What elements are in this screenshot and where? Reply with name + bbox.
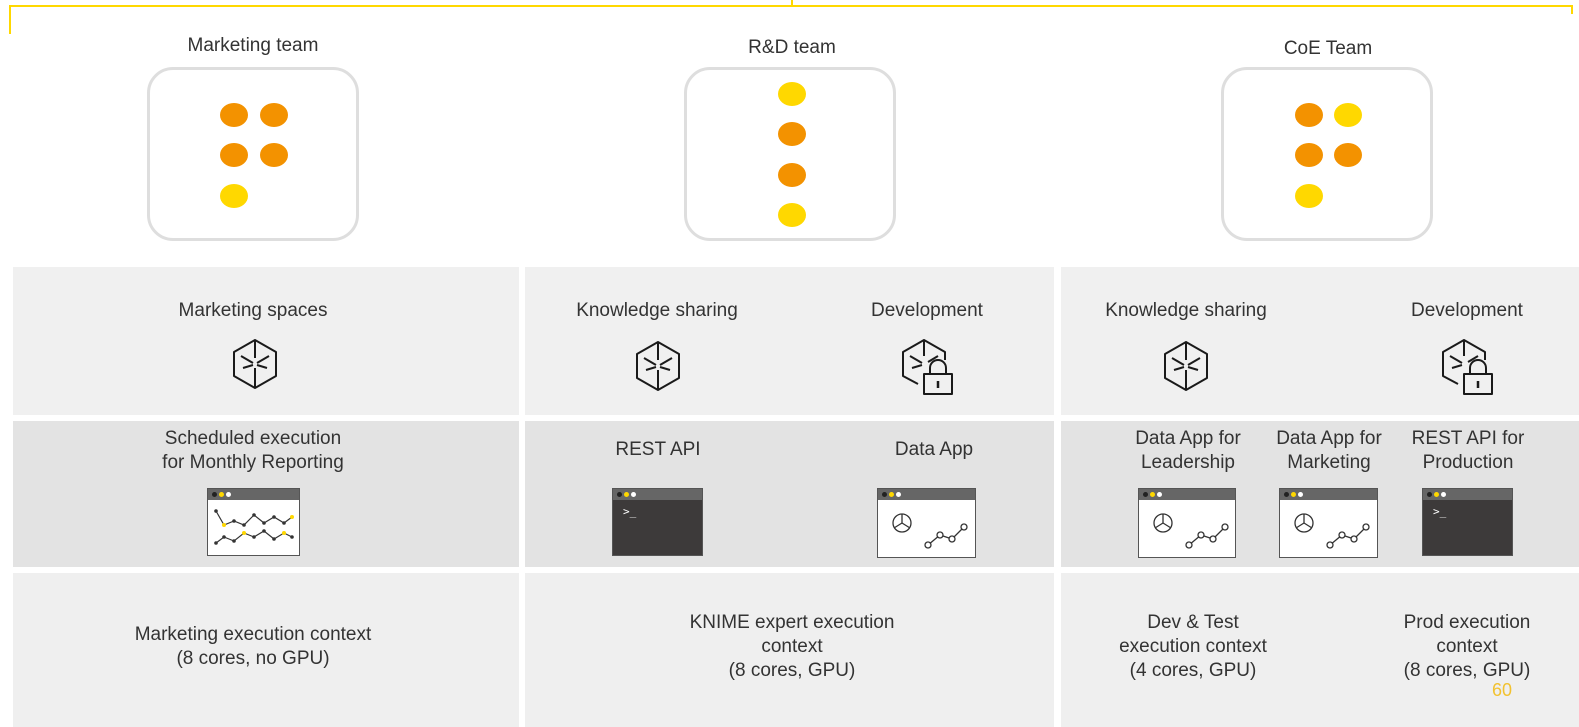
member-dot [260, 143, 288, 167]
member-dot [220, 184, 248, 208]
data-app-window-icon [1138, 488, 1236, 558]
spaces-band-marketing [13, 267, 519, 415]
cube-icon [636, 341, 680, 391]
spaces-band-coe [1061, 267, 1579, 415]
deploy-label-rd-dataapp: Data App [894, 439, 974, 460]
member-dot [1295, 103, 1323, 127]
terminal-prompt: >_ [623, 505, 637, 518]
locked-cube-icon [1442, 339, 1493, 395]
space-label-coe-development: Development [1411, 300, 1523, 321]
data-app-window-icon [1279, 488, 1378, 558]
member-dot [1334, 143, 1362, 167]
terminal-prompt: >_ [1433, 505, 1447, 518]
team-card-marketing [147, 67, 359, 241]
member-dot [220, 143, 248, 167]
cube-icon [233, 339, 277, 389]
deploy-label-coe-rest: REST API for Production [1411, 428, 1525, 473]
member-dot [1295, 184, 1323, 208]
data-app-window-icon [877, 488, 976, 558]
terminal-window-icon: >_ [612, 488, 703, 556]
member-dot [260, 103, 288, 127]
member-dot [778, 122, 806, 146]
context-band-rd [525, 573, 1054, 727]
deploy-label-marketing: Scheduled execution for Monthly Reportin… [162, 428, 344, 473]
page-number: 60 [1492, 680, 1513, 700]
context-label-rd: KNIME expert execution context (8 cores,… [689, 612, 895, 681]
deploy-label-coe-leadership: Data App for Leadership [1135, 428, 1241, 473]
deploy-label-coe-marketing: Data App for Marketing [1276, 428, 1382, 473]
chart-window-icon [207, 488, 300, 556]
context-band-marketing [13, 573, 519, 727]
member-dot [1295, 143, 1323, 167]
team-name-marketing: Marketing team [187, 35, 319, 56]
context-label-coe-prod: Prod execution context (8 cores, GPU) [1403, 612, 1531, 681]
context-label-marketing: Marketing execution context (8 cores, no… [134, 624, 372, 669]
team-card-coe [1221, 67, 1433, 241]
space-label-rd-development: Development [871, 300, 983, 321]
member-dot [220, 103, 248, 127]
spaces-band-rd [525, 267, 1054, 415]
member-dot [1334, 103, 1362, 127]
team-name-coe: CoE Team [1283, 38, 1373, 59]
locked-cube-icon [902, 339, 953, 395]
member-dot [778, 82, 806, 106]
cube-icon [1164, 341, 1208, 391]
space-label-marketing: Marketing spaces [178, 300, 328, 321]
space-label-coe-knowledge: Knowledge sharing [1105, 300, 1267, 321]
terminal-window-icon: >_ [1422, 488, 1513, 556]
member-dot [778, 203, 806, 227]
space-label-rd-knowledge: Knowledge sharing [576, 300, 738, 321]
deploy-label-rd-rest: REST API [615, 439, 701, 460]
context-band-coe [1061, 573, 1579, 727]
context-label-coe-dev: Dev & Test execution context (4 cores, G… [1119, 612, 1267, 681]
member-dot [778, 163, 806, 187]
team-name-rd: R&D team [748, 37, 836, 58]
top-frame [9, 0, 1573, 34]
